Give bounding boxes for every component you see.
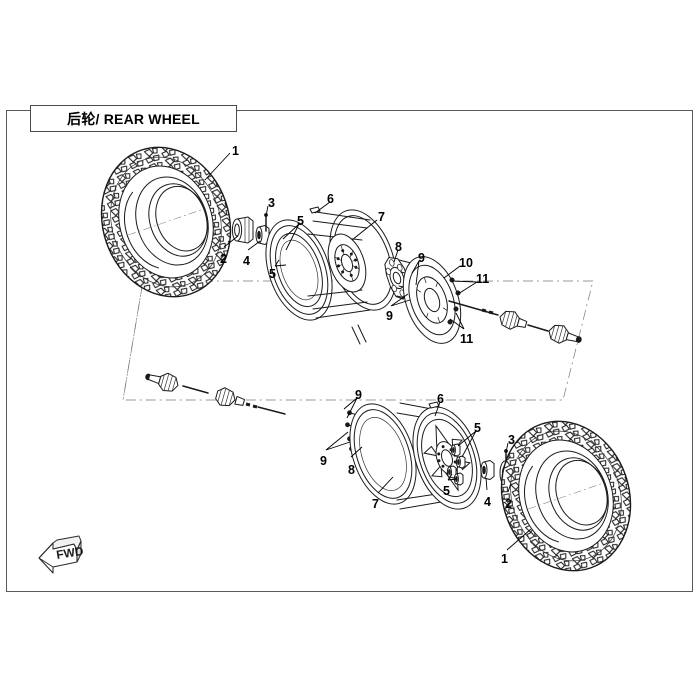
callout-1-upper: 1 [232,144,239,158]
page-title: 后轮/ REAR WHEEL [67,110,200,127]
callout-5-lower-a: 5 [474,421,481,435]
callout-10: 10 [459,256,473,270]
hub-cap-upper [231,216,254,244]
fwd-label: FWD [55,544,85,562]
tire-upper [100,146,232,298]
callout-9-lower-b: 9 [320,454,327,468]
castle-nut-lower [480,460,495,480]
callout-6-upper: 6 [327,192,334,206]
fwd-arrow-icon [38,535,82,574]
fwd-marker: FWD [33,534,85,576]
callout-6-lower: 6 [437,392,444,406]
drive-axle-upper [448,300,582,346]
callout-7-lower: 7 [372,497,379,511]
drive-axle-lower [145,371,286,415]
brake-disc-upper [402,256,462,344]
callout-8-lower: 8 [348,463,355,477]
leader-lines [204,152,532,551]
callout-4-upper: 4 [243,254,250,268]
callout-11-a: 11 [476,272,490,286]
callout-3-lower: 3 [508,433,515,447]
callout-5-lower-b: 5 [443,484,450,498]
callout-8-upper: 8 [395,240,402,254]
wheel-rim-lower [349,401,482,510]
break-symbol [351,324,367,345]
callout-11-b: 11 [460,332,474,346]
callout-1-lower: 1 [501,552,508,566]
callout-5-upper-b: 5 [269,267,276,281]
title-box: 后轮/ REAR WHEEL [30,105,237,132]
callout-3-upper: 3 [268,196,275,210]
tire-lower [500,420,632,572]
callout-5-upper-a: 5 [297,214,304,228]
callout-2-upper: 2 [220,252,227,266]
callout-9-lower-a: 9 [355,388,362,402]
callout-9-upper-a: 9 [418,251,425,265]
callout-2-lower: 2 [505,497,512,511]
callout-4-lower: 4 [484,495,491,509]
callout-7-upper: 7 [378,210,385,224]
callout-9-upper-b: 9 [386,309,393,323]
